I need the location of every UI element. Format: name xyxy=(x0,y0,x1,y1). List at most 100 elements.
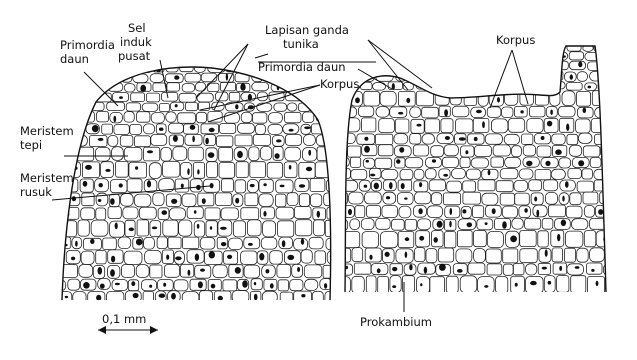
nucleus xyxy=(220,227,227,230)
nucleus xyxy=(524,208,527,213)
nucleus xyxy=(596,281,599,286)
nucleus xyxy=(329,158,333,165)
cell xyxy=(176,305,190,317)
nucleus xyxy=(484,285,488,288)
nucleus xyxy=(339,196,344,200)
cell xyxy=(409,72,420,82)
cell xyxy=(95,83,107,91)
nucleus xyxy=(536,210,539,217)
nucleus xyxy=(133,293,139,298)
nucleus xyxy=(266,269,270,273)
label-lapisan-ganda-tunika: Lapisan ganda tunika xyxy=(265,23,353,51)
cell xyxy=(52,93,66,102)
cell xyxy=(481,294,493,310)
nucleus xyxy=(548,281,552,285)
cell xyxy=(523,82,533,90)
nucleus xyxy=(541,136,545,140)
nucleus xyxy=(235,104,238,109)
nucleus xyxy=(90,239,94,244)
nucleus xyxy=(83,181,88,187)
nucleus xyxy=(289,129,294,132)
nucleus xyxy=(370,174,375,177)
cell xyxy=(46,208,61,220)
nucleus xyxy=(520,110,523,113)
cell xyxy=(328,106,346,117)
nucleus xyxy=(418,208,422,214)
cell xyxy=(104,64,118,71)
nucleus xyxy=(570,74,573,79)
cell xyxy=(145,304,158,316)
nucleus xyxy=(187,168,189,175)
nucleus xyxy=(542,267,547,270)
nucleus xyxy=(311,93,316,99)
cell xyxy=(287,304,304,316)
nucleus xyxy=(526,161,532,166)
nucleus xyxy=(334,137,339,140)
nucleus xyxy=(474,137,478,141)
nucleus xyxy=(98,267,103,275)
cell xyxy=(608,206,618,218)
cell xyxy=(328,134,343,144)
nucleus xyxy=(515,296,521,304)
cell xyxy=(86,304,99,316)
nucleus xyxy=(364,185,368,188)
nucleus xyxy=(467,222,473,227)
nucleus xyxy=(308,150,311,156)
cell xyxy=(353,53,369,61)
label-primordia-daun-center: Primordia daun xyxy=(258,60,346,74)
nucleus xyxy=(309,309,314,313)
nucleus xyxy=(420,283,422,286)
cell xyxy=(608,91,618,106)
nucleus xyxy=(530,281,537,285)
nucleus xyxy=(171,199,177,204)
cell xyxy=(609,180,627,191)
nucleus xyxy=(610,252,614,258)
nucleus xyxy=(426,73,431,79)
cell xyxy=(548,45,565,51)
nucleus xyxy=(377,64,382,68)
nucleus xyxy=(465,83,469,89)
cell xyxy=(325,124,341,134)
cell xyxy=(511,294,524,310)
nucleus xyxy=(534,197,537,202)
cell xyxy=(578,294,592,310)
nucleus xyxy=(300,76,304,81)
cell xyxy=(238,64,253,71)
cell xyxy=(58,103,73,111)
cell xyxy=(602,158,618,168)
nucleus xyxy=(297,267,300,272)
cell xyxy=(371,294,382,310)
cell xyxy=(160,305,176,317)
nucleus xyxy=(605,63,611,70)
cell xyxy=(307,304,323,316)
cell xyxy=(46,265,58,278)
nucleus xyxy=(159,294,166,298)
nucleus xyxy=(588,86,592,89)
nucleus xyxy=(502,221,507,228)
cell xyxy=(65,73,75,82)
cell xyxy=(360,62,373,71)
nucleus xyxy=(209,251,215,258)
nucleus xyxy=(216,307,222,310)
nucleus xyxy=(254,282,256,285)
cell xyxy=(45,147,55,161)
scale-bar: 0,1 mm xyxy=(98,312,158,334)
nucleus xyxy=(377,268,381,273)
nucleus xyxy=(71,257,75,261)
cell xyxy=(594,294,608,310)
cell xyxy=(535,82,553,90)
cell xyxy=(106,74,119,83)
nucleus xyxy=(578,160,584,166)
cell xyxy=(57,147,75,161)
nucleus xyxy=(276,307,279,310)
nucleus xyxy=(396,159,400,164)
cell xyxy=(305,92,320,101)
cell xyxy=(606,45,622,51)
nucleus xyxy=(113,116,116,123)
nucleus xyxy=(409,264,412,270)
nucleus xyxy=(385,252,390,257)
nucleus xyxy=(208,152,215,158)
nucleus xyxy=(615,184,618,189)
cell xyxy=(606,277,616,294)
label-korpus-center: Korpus xyxy=(320,77,359,91)
